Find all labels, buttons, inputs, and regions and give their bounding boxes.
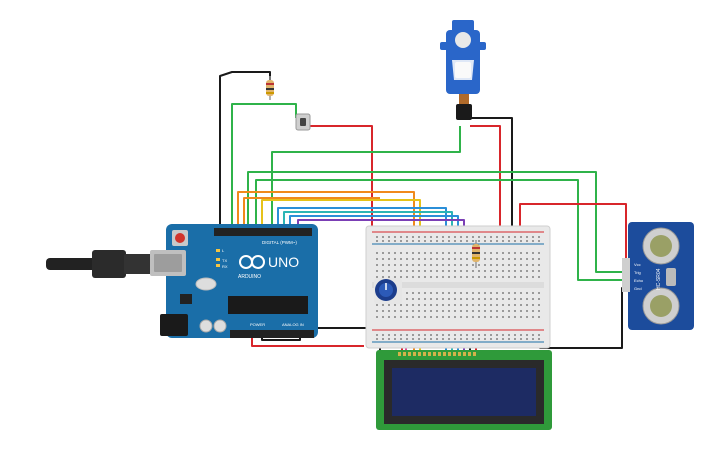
lcd-pin [413,352,416,356]
tx-led-label: TX [222,258,227,263]
breadboard[interactable] [365,225,551,349]
digital-pins-label: DIGITAL (PWM~) [262,240,297,245]
lcd-pin [423,352,426,356]
rx-led-label: RX [222,264,228,269]
wire-black-sensor [539,287,632,349]
lcd-screen [392,368,536,416]
wire-orange-2 [243,197,380,232]
pullup-resistor[interactable] [266,76,274,100]
lcd-pin [418,352,421,356]
arduino-model: UNO [268,254,299,270]
power-header [230,330,314,338]
lcd-pin [408,352,411,356]
arduino-logo-text: ARDUINO [238,274,261,280]
pushbutton[interactable] [295,113,311,131]
lcd-pin [438,352,441,356]
lcd-pin [403,352,406,356]
power-jack [160,314,188,336]
lcd-display[interactable] [376,350,552,430]
lcd-pin [433,352,436,356]
wire-red-power [251,334,364,347]
lcd-pin [398,352,401,356]
reset-button[interactable] [175,233,185,243]
arduino-board[interactable]: UNO ARDUINO DIGITAL (PWM~) POWER ANALOG … [46,224,318,338]
lcd-pin [473,352,476,356]
breadboard-resistor[interactable] [472,240,480,268]
wire-red-servo [470,125,501,232]
potentiometer[interactable] [374,278,402,304]
lcd-pin [458,352,461,356]
usb-cable [46,250,186,278]
lcd-pin [453,352,456,356]
lcd-pin [428,352,431,356]
breadboard-holes [376,236,540,340]
lcd-pin [463,352,466,356]
digital-header [214,228,312,236]
l-led-label: L [222,248,225,253]
analog-pins-label: ANALOG IN [282,322,304,327]
sensor-pin-label: Gnd [634,286,642,291]
servo-motor[interactable] [440,20,486,120]
lcd-pin [448,352,451,356]
atmega-chip [228,296,308,314]
lcd-pin [468,352,471,356]
wire-black-servo [470,117,513,232]
lcd-pin [443,352,446,356]
sensor-pin-label: Vcc [634,262,641,267]
sensor-pin-label: Trig [634,270,641,275]
wire-green-button [231,103,297,232]
sensor-model-label: HC-SR04 [656,268,662,290]
sensor-pin-label: Echo [634,278,644,283]
power-pins-label: POWER [250,322,265,327]
lcd-header-pins [398,352,476,356]
arduino-logo [239,255,265,269]
